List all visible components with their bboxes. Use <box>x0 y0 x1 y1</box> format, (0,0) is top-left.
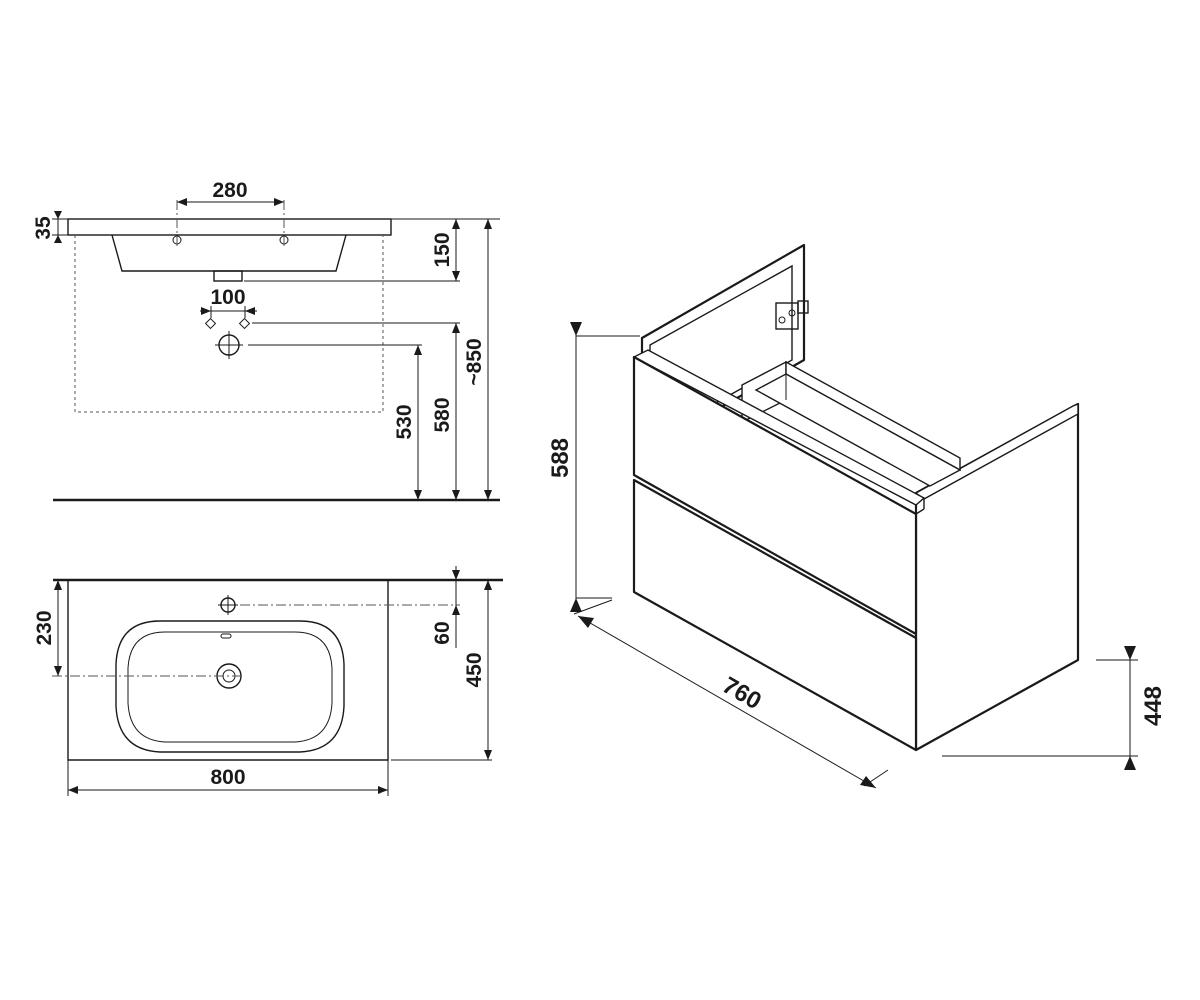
plan-overflow <box>220 633 232 639</box>
fixing-left <box>204 317 217 330</box>
top-drawer-top-edge <box>632 349 926 506</box>
plan-basin-outline <box>67 580 389 761</box>
arrow-850-bottom <box>484 490 492 500</box>
cabinet-isometric: 588 760 448 <box>547 243 1167 789</box>
arrow-230-bottom <box>54 666 62 676</box>
arrow-450-top <box>484 580 492 590</box>
arrow-230-top <box>54 580 62 590</box>
arrow-150-top <box>452 219 460 229</box>
arrow-530-bottom <box>414 490 422 500</box>
bottom-drawer-front <box>632 478 918 752</box>
dim-line-760 <box>577 615 877 789</box>
dim-label-60: 60 <box>431 621 454 644</box>
arrow-280-left <box>177 198 187 206</box>
top-drawer-side-edge <box>915 508 925 515</box>
arrow-588-bottom <box>570 598 582 612</box>
bracket-screw-1 <box>778 316 786 324</box>
arrow-760-left <box>578 616 594 628</box>
dim-label-530: 530 <box>393 404 416 439</box>
arrow-35-bottom <box>54 235 62 243</box>
arrow-580-top <box>452 323 460 333</box>
plan-bowl-outer <box>115 620 345 753</box>
arrow-448-bottom <box>1124 756 1136 770</box>
top-drawer-front <box>632 355 918 636</box>
dim-label-760: 760 <box>718 672 766 715</box>
dim-label-448: 448 <box>1140 686 1167 726</box>
dim-label-450: 450 <box>463 652 486 687</box>
arrow-60-top <box>452 570 460 580</box>
arrow-150-bottom <box>452 271 460 281</box>
dim-label-850: ~850 <box>463 338 486 385</box>
arrow-35-top <box>54 211 62 219</box>
arrow-530-top <box>414 345 422 355</box>
side-view-bowl <box>111 234 347 272</box>
dim-label-580: 580 <box>431 397 454 432</box>
fixing-right <box>238 317 251 330</box>
cabinet-bracket-clip <box>797 300 809 314</box>
bracket-screw-2 <box>788 309 796 317</box>
side-view: 280 35 100 150 <box>32 179 500 502</box>
arrow-580-bottom <box>452 490 460 500</box>
dim-label-100: 100 <box>210 286 245 309</box>
arrow-100-right <box>245 307 255 315</box>
arrow-280-right <box>274 198 284 206</box>
side-view-drain <box>213 270 243 282</box>
dim-label-35: 35 <box>32 216 55 240</box>
dim-label-230: 230 <box>33 610 56 645</box>
side-view-cabinet-outline <box>74 235 384 413</box>
arrow-448-top <box>1124 646 1136 660</box>
arrow-760-right <box>860 776 876 788</box>
dim-label-150: 150 <box>431 232 454 267</box>
arrow-450-bottom <box>484 750 492 760</box>
drawer-inner-floor <box>754 373 962 487</box>
dim-label-588: 588 <box>547 438 574 478</box>
arrow-850-top <box>484 219 492 229</box>
arrow-800-left <box>68 786 78 794</box>
plan-view: 230 60 450 800 <box>33 566 503 796</box>
arrow-588-top <box>570 322 582 336</box>
arrow-800-right <box>378 786 388 794</box>
dim-label-280: 280 <box>212 179 247 202</box>
arrow-100-left <box>201 307 211 315</box>
side-view-countertop <box>67 218 392 236</box>
dim-label-800: 800 <box>210 766 245 789</box>
arrow-60-bottom <box>452 605 460 615</box>
ext-760-left <box>573 599 613 615</box>
cabinet-hanging-bracket <box>775 302 799 330</box>
plan-bowl-inner <box>127 631 333 743</box>
